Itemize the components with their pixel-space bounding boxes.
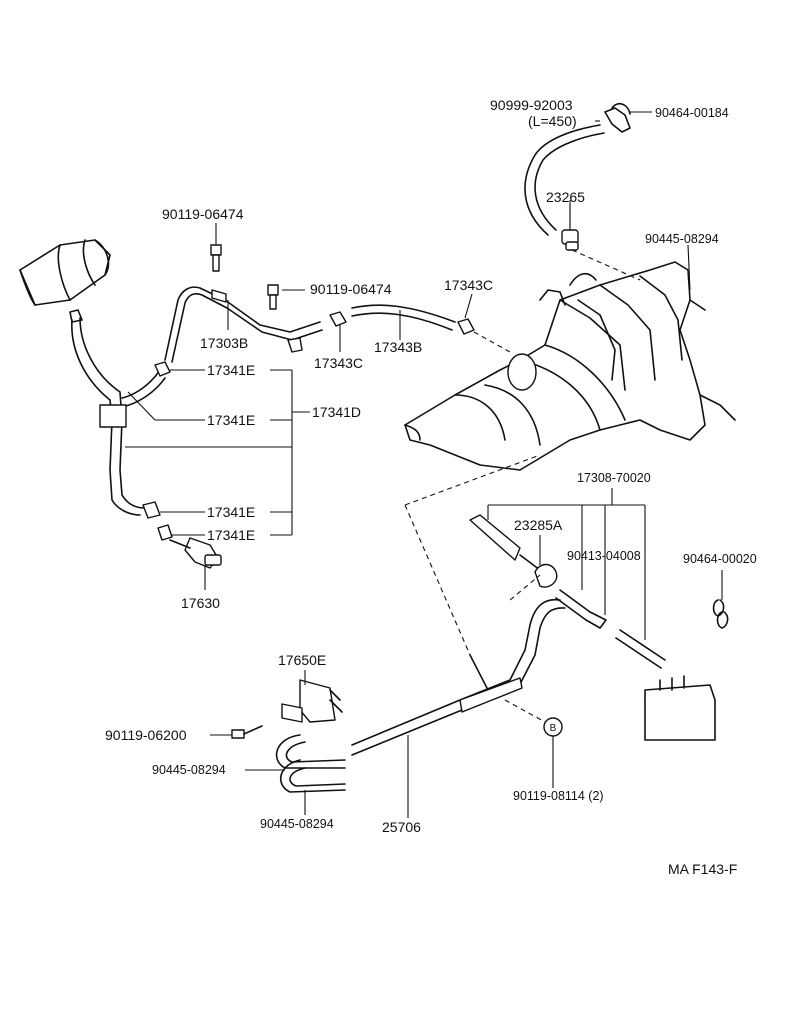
label-23265: 23265 — [546, 189, 585, 205]
label-90119-06200: 90119-06200 — [105, 727, 187, 743]
label-17308-70020: 17308-70020 — [577, 471, 651, 485]
label-90445-08294-b: 90445-08294 — [260, 817, 334, 831]
label-17303B: 17303B — [200, 335, 248, 351]
part-labels: 90999-92003 (L=450) 90464-00184 23265 90… — [105, 97, 757, 877]
vacuum-pipe-17303B — [164, 286, 323, 363]
vacuum-hose-17341D — [69, 309, 166, 516]
clamp-17341E-top — [154, 361, 171, 377]
hose-set-90413-04008 — [555, 589, 666, 669]
label-90464-00184: 90464-00184 — [655, 106, 729, 120]
bolt-90119-06474-b — [267, 284, 279, 310]
label-17341E-1: 17341E — [207, 362, 255, 378]
label-90413-04008: 90413-04008 — [567, 549, 641, 563]
vacuum-valve-23265 — [561, 200, 579, 251]
label-17343C-b: 17343C — [314, 355, 363, 371]
label-25706: 25706 — [382, 819, 421, 835]
air-intake-pipe — [19, 239, 111, 306]
clamp-17341E-bottom — [142, 501, 173, 541]
label-90119-06474-a: 90119-06474 — [162, 206, 244, 222]
label-90445-08294-top: 90445-08294 — [645, 232, 719, 246]
hose-clamp-17343C-b — [457, 318, 475, 335]
label-17630: 17630 — [181, 595, 220, 611]
label-90999-92003: 90999-92003 — [490, 97, 573, 113]
label-17341D: 17341D — [312, 404, 361, 420]
label-90119-06474-b: 90119-06474 — [310, 281, 392, 297]
label-90464-00020: 90464-00020 — [683, 552, 757, 566]
label-hose-length: (L=450) — [528, 113, 577, 129]
label-17343B: 17343B — [374, 339, 422, 355]
intake-manifold — [404, 261, 736, 471]
charcoal-canister — [644, 675, 716, 741]
label-23285A: 23285A — [514, 517, 563, 533]
vacuum-hose-90999 — [524, 124, 605, 236]
label-90445-08294-a: 90445-08294 — [152, 763, 226, 777]
hose-pair-90445-08294 — [275, 734, 346, 793]
vsv-17650E — [281, 679, 343, 723]
bolt-90119-06474-a — [210, 244, 222, 272]
label-17341E-4: 17341E — [207, 527, 255, 543]
diagram-reference-code: MA F143-F — [668, 861, 737, 877]
vacuum-pipe-25706 — [351, 598, 566, 756]
label-90119-08114: 90119-08114 (2) — [513, 789, 604, 803]
vsv-17630 — [169, 537, 222, 569]
label-17341E-3: 17341E — [207, 504, 255, 520]
hose-17343B — [351, 304, 456, 331]
label-17343C-a: 17343C — [444, 277, 493, 293]
clamp-90464-00020 — [712, 599, 729, 629]
hose-clamp-17343C-a — [329, 311, 347, 327]
callout-marker-b: B — [550, 723, 557, 734]
hose-23285A — [469, 514, 558, 588]
label-17341E-2: 17341E — [207, 412, 255, 428]
leader-lines — [125, 111, 723, 818]
bolt-90119-06200 — [231, 725, 263, 739]
hose-clamp-90464-00184 — [604, 102, 631, 133]
label-17650E: 17650E — [278, 652, 326, 668]
